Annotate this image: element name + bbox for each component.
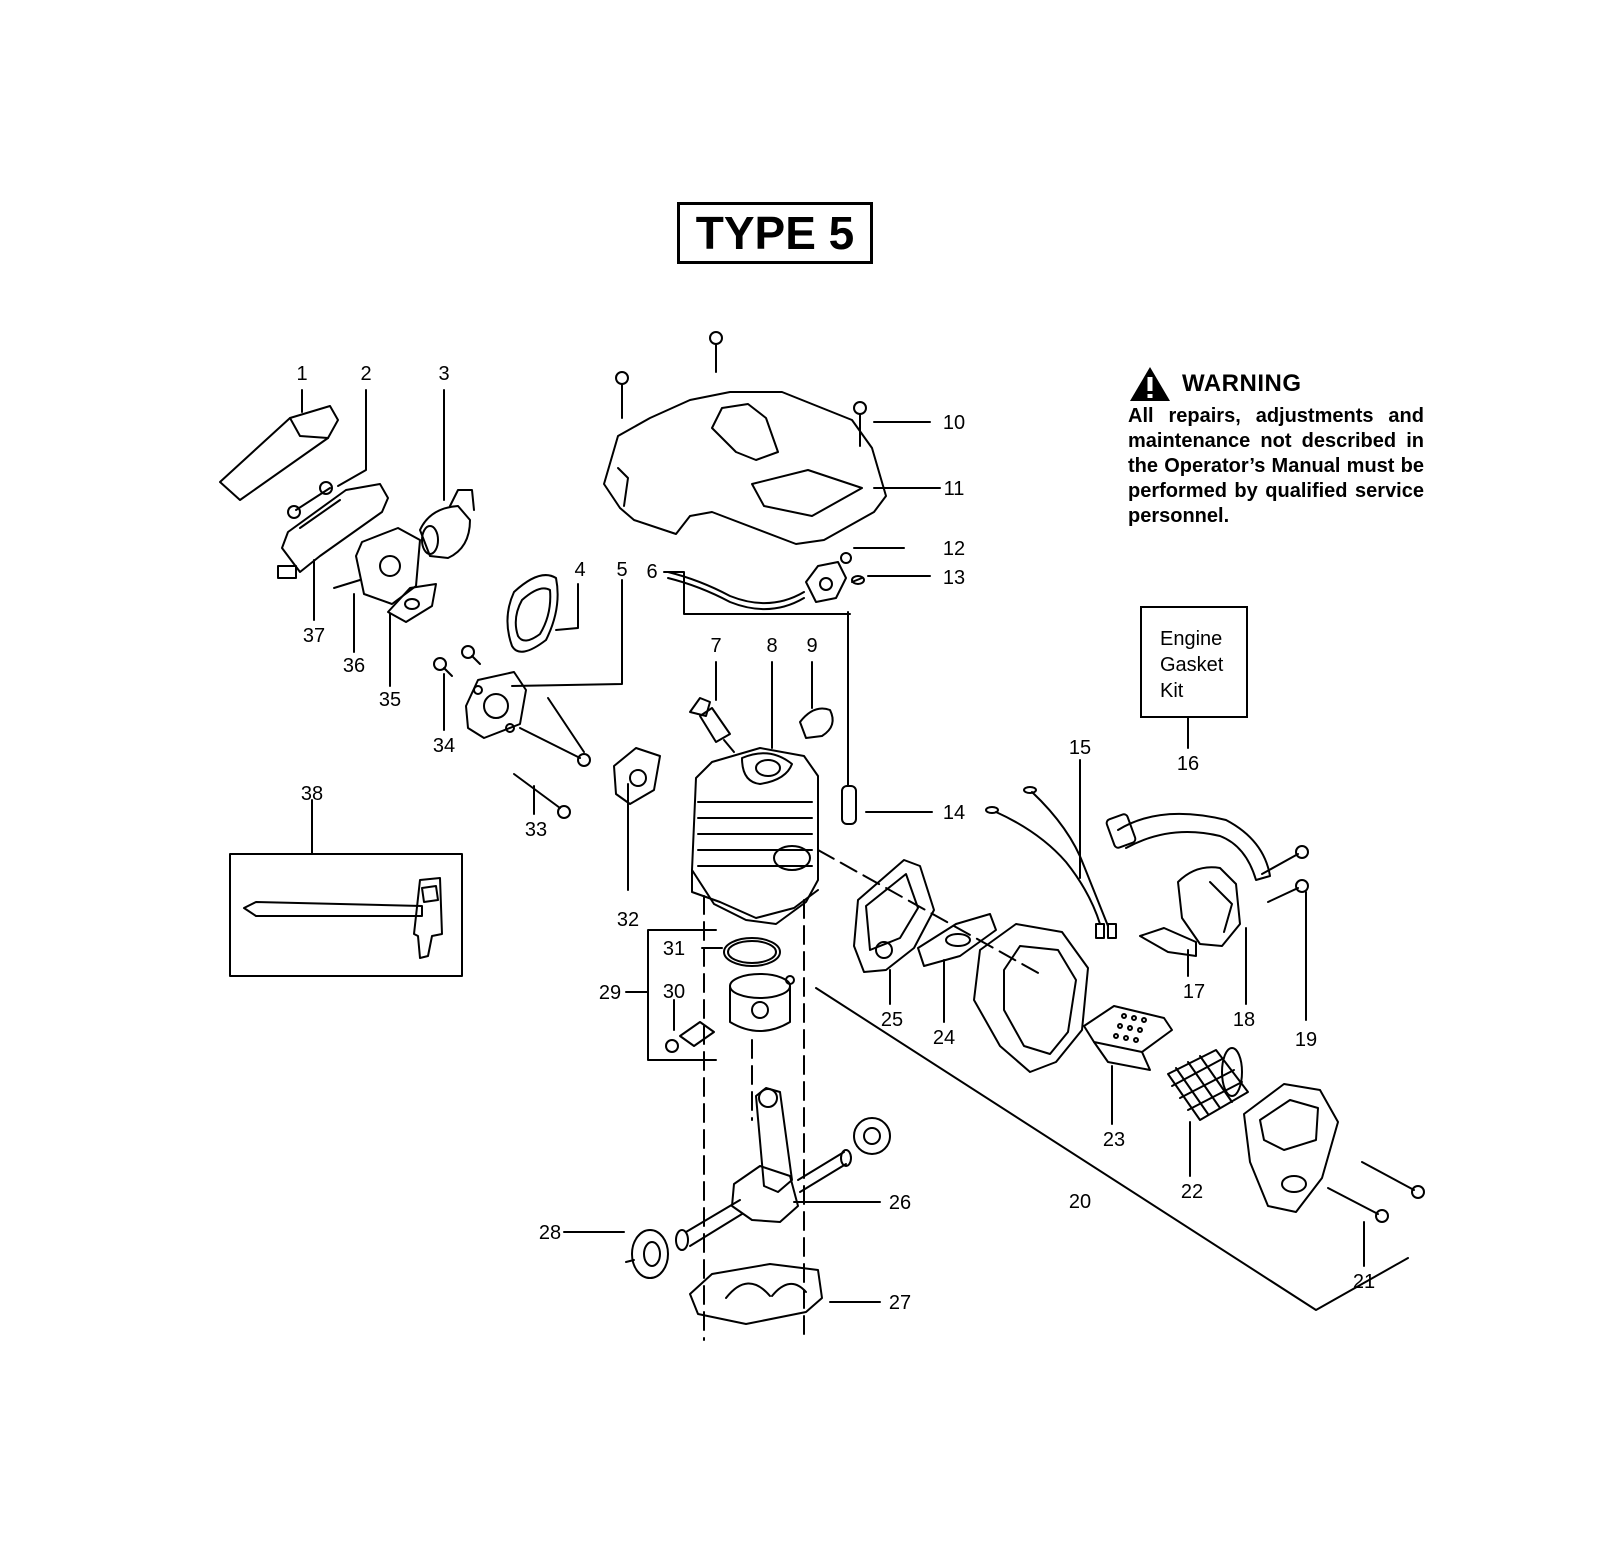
warning-header: WARNING [1128,364,1424,404]
callout-20: 20 [1069,1191,1091,1213]
cylinder-intake-gasket-part [613,747,661,805]
piston-pin-part [665,1021,715,1053]
leader-2 [337,389,367,487]
callout-21: 21 [1353,1271,1375,1293]
main-bearing-part [853,1117,891,1155]
piston-clip-part [785,975,795,985]
muffler-bolts-part [1327,1161,1425,1223]
engine-gasket-kit-box: Engine Gasket Kit [1140,606,1248,718]
callout-38: 38 [301,783,323,805]
callout-29: 29 [599,982,621,1004]
warning-notice: WARNING All repairs, adjustments and mai… [1128,364,1424,529]
wire-harness-part [985,786,1117,939]
callout-17: 17 [1183,981,1205,1003]
callout-2: 2 [360,363,371,385]
callout-8: 8 [766,635,777,657]
cover-screws-part [615,331,867,447]
kit-line-2: Gasket [1160,654,1224,676]
muffler-cover-part [1243,1083,1339,1213]
diagram-title: TYPE 5 [677,202,873,264]
callout-labels: 1 2 3 4 5 6 7 8 9 10 11 12 13 14 15 16 1… [296,363,1375,1314]
fuel-hose-part [667,571,805,611]
crankshaft-part [675,1087,852,1251]
filter-gasket-part [506,574,559,653]
callout-7: 7 [710,635,721,657]
callout-27: 27 [889,1292,911,1314]
leader-4 [555,583,579,631]
callout-23: 23 [1103,1129,1125,1151]
top-cover-part [603,391,887,545]
callout-28: 28 [539,1222,561,1244]
callout-30: 30 [663,981,685,1003]
callout-14: 14 [943,802,965,824]
spark-arrestor-screen-part [1167,1047,1249,1121]
callout-18: 18 [1233,1009,1255,1031]
carburetor-gasket-part [387,583,437,623]
callout-5: 5 [616,559,627,581]
callout-12: 12 [943,538,965,560]
intake-flange-part [465,671,527,739]
callout-37: 37 [303,625,325,647]
callout-16: 16 [1177,753,1199,775]
callout-36: 36 [343,655,365,677]
callout-35: 35 [379,689,401,711]
plug-boot-part [799,707,834,739]
piston-part [729,973,791,1032]
callout-19: 19 [1295,1029,1317,1051]
muffler-gasket-part [917,913,997,967]
callout-6: 6 [646,561,657,583]
warning-title: WARNING [1182,370,1302,397]
callout-15: 15 [1069,737,1091,759]
callout-24: 24 [933,1027,955,1049]
valve-pin-part [851,575,865,585]
leader-5 [511,579,623,687]
callout-33: 33 [525,819,547,841]
callout-1: 1 [296,363,307,385]
callout-34: 34 [433,735,455,757]
cylinder-bolts-part [513,697,591,819]
assembly-centerlines [703,849,1041,1341]
seal-bearing-part [625,1229,669,1279]
callout-26: 26 [889,1192,911,1214]
ignition-module-part [1105,812,1271,947]
carburetor-bracket-part [277,481,389,579]
crankcase-half-part [689,1263,823,1325]
valve-part [805,552,852,603]
muffler-baffle-part [1083,1005,1173,1071]
intake-screws-part [433,645,481,677]
callout-4: 4 [574,559,585,581]
leader-6 [663,571,851,615]
ignition-screws-part [1261,845,1309,903]
warning-triangle-icon [1130,367,1170,401]
piston-ring-part [723,937,781,967]
callout-13: 13 [943,567,965,589]
kit-line-3: Kit [1160,680,1184,702]
callout-25: 25 [881,1009,903,1031]
callout-22: 22 [1181,1181,1203,1203]
spark-plug-part [689,697,735,753]
muffler-body-part [973,923,1089,1073]
wire-terminal-part [841,611,857,825]
callout-3: 3 [438,363,449,385]
kit-line-1: Engine [1160,628,1223,650]
callout-32: 32 [617,909,639,931]
ignition-bracket-part [1139,927,1197,957]
tool-box-frame [229,853,463,977]
callout-11: 11 [944,478,965,500]
cylinder-part [691,747,819,925]
combination-wrench-tool [243,877,443,959]
warning-text: All repairs, adjustments and maintenance… [1128,405,1424,527]
callout-31: 31 [663,938,685,960]
group-bracket-29 [647,929,717,1061]
leader-20-bracket [815,987,1409,1311]
carburetor-part [333,527,421,605]
air-filter-cover-part [219,405,339,501]
heat-shield-part [853,859,935,973]
callout-10: 10 [943,412,965,434]
intake-elbow-part [419,489,475,559]
callout-9: 9 [806,635,817,657]
